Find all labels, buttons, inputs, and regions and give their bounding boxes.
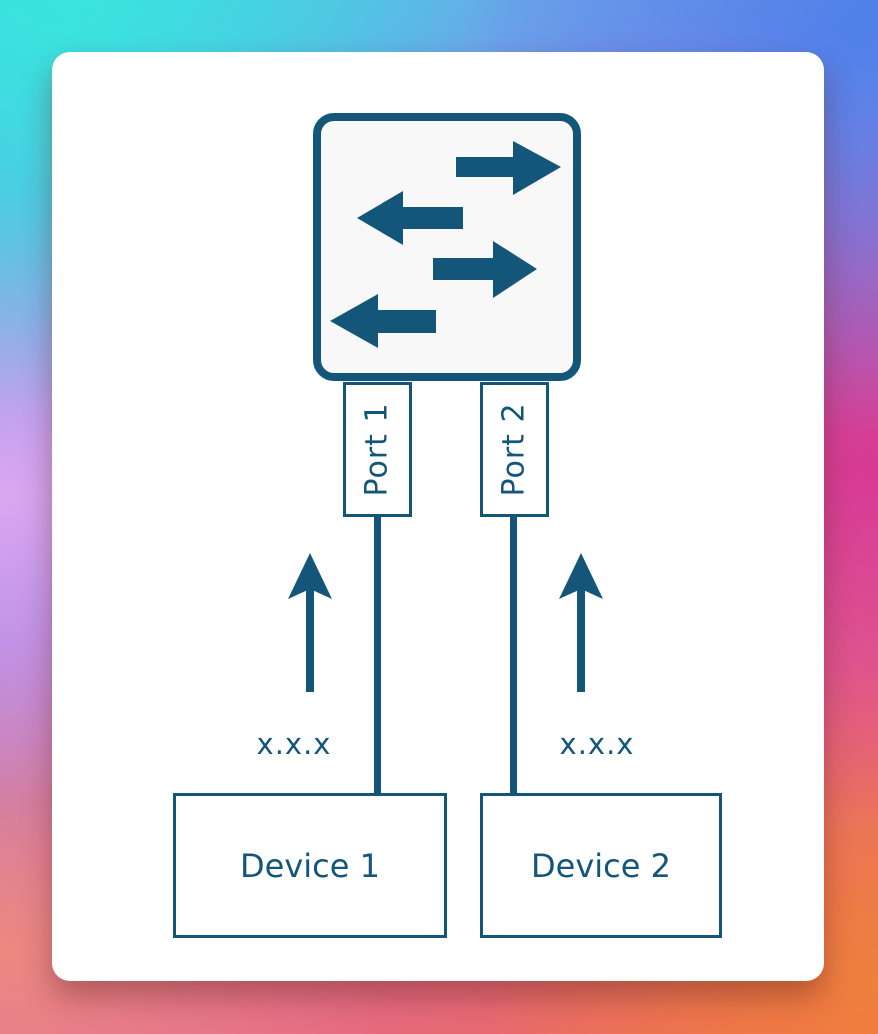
connection-line-2 bbox=[510, 514, 517, 795]
device-1-box: Device 1 bbox=[173, 793, 447, 938]
port-2-box: Port 2 bbox=[480, 382, 549, 517]
device-2-box: Device 2 bbox=[480, 793, 722, 938]
network-switch-icon bbox=[313, 113, 581, 381]
up-arrow-1-icon bbox=[288, 553, 332, 692]
port-2-label: Port 2 bbox=[497, 402, 533, 497]
up-arrow-2-icon bbox=[559, 553, 603, 692]
switch-arrows-icon bbox=[330, 141, 561, 348]
link-label-2: x.x.x bbox=[559, 727, 635, 761]
port-1-label: Port 1 bbox=[360, 402, 396, 497]
port-1-box: Port 1 bbox=[343, 382, 412, 517]
connection-line-1 bbox=[374, 514, 381, 795]
diagram-canvas: Port 1 Port 2 x.x.x x.x.x Device 1 Devic… bbox=[52, 52, 824, 981]
device-2-label: Device 2 bbox=[531, 846, 671, 885]
device-1-label: Device 1 bbox=[240, 846, 380, 885]
link-label-1: x.x.x bbox=[256, 727, 332, 761]
